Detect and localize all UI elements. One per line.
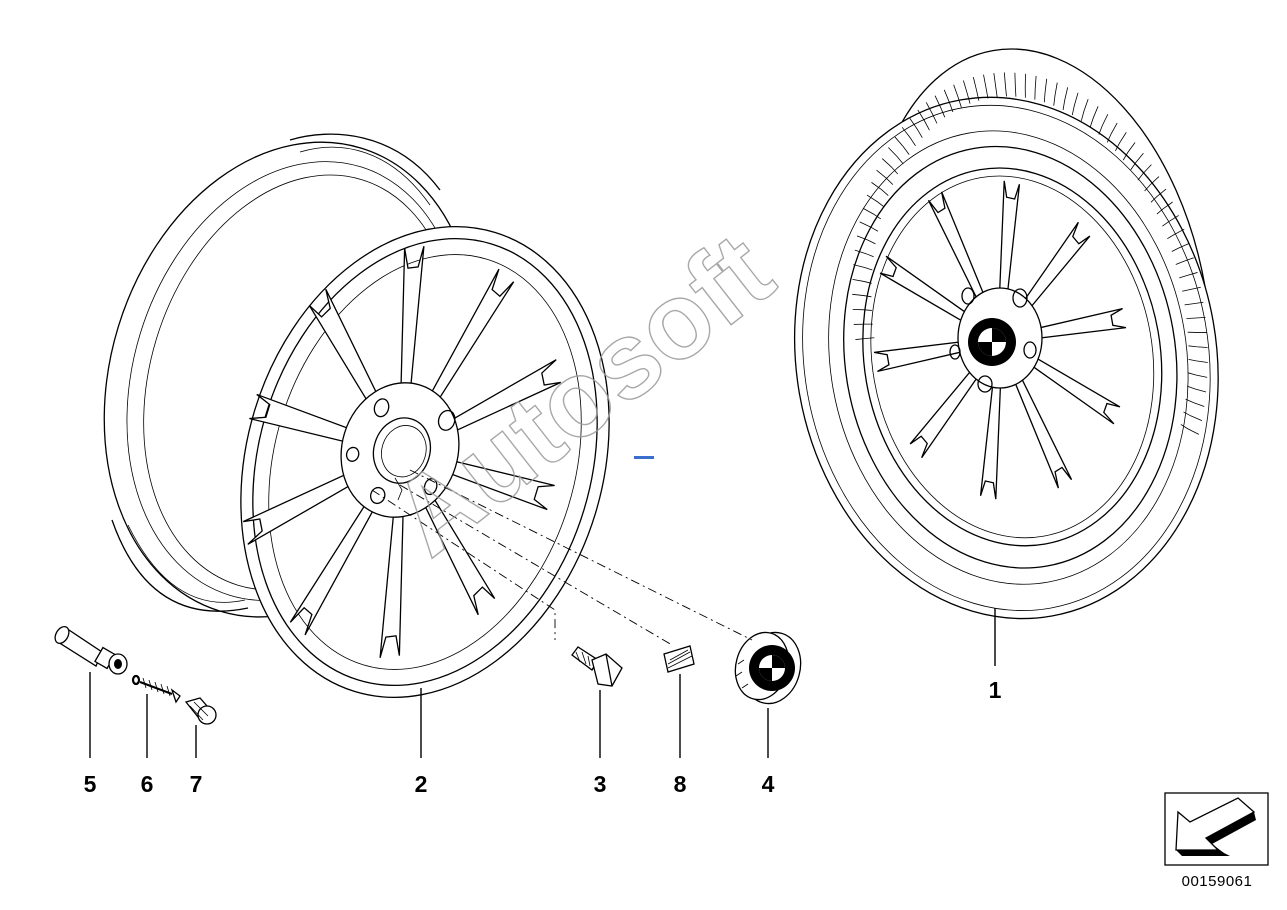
balance-weight-icon — [663, 645, 695, 673]
wheel-spokes — [873, 180, 1127, 500]
direction-arrow-icon — [1164, 792, 1269, 866]
valve-core-icon — [131, 674, 181, 704]
valve-cap-icon — [184, 697, 217, 725]
wheel-bolt-icon — [571, 646, 623, 687]
part-label-3: 3 — [594, 771, 607, 797]
diagram-id: 00159061 — [1182, 873, 1253, 890]
part-label-5: 5 — [84, 771, 97, 797]
part-label-2: 2 — [415, 771, 428, 797]
tire-wheel-assembly-icon — [793, 48, 1219, 620]
part-label-6: 6 — [141, 771, 154, 797]
assembly-lines — [371, 469, 753, 646]
part-label-7: 7 — [190, 771, 203, 797]
hub-cap-emblem-icon — [734, 631, 802, 705]
leader-lines — [89, 608, 996, 758]
part-label-4: 4 — [762, 771, 775, 797]
part-label-8: 8 — [674, 771, 687, 797]
rim-spokes — [242, 245, 562, 659]
tread-pattern — [852, 72, 1208, 435]
center-emblem-icon — [968, 318, 1016, 366]
valve-stem-icon — [54, 625, 128, 675]
alloy-rim-icon — [103, 133, 610, 698]
part-label-1: 1 — [989, 677, 1002, 703]
watermark-mark — [634, 456, 654, 459]
